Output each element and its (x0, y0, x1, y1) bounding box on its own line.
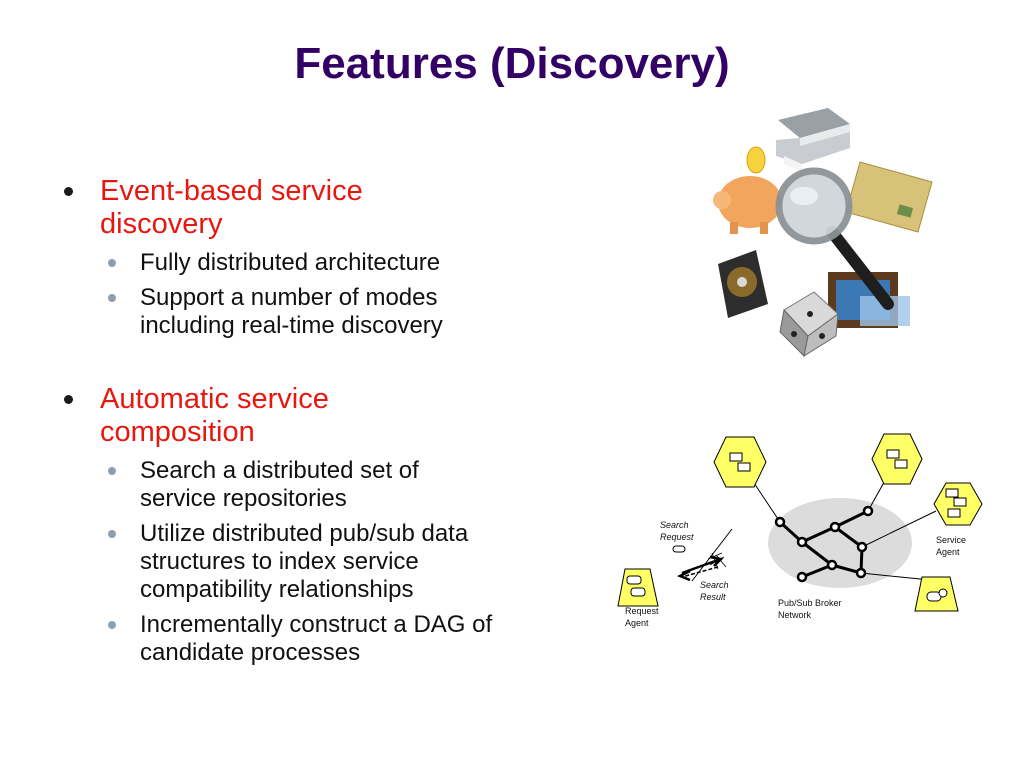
agent-hexagon-top-left (713, 436, 767, 488)
sub-bullet-line: Support a number of modes (140, 284, 438, 311)
broker-nodes (774, 505, 874, 583)
service-agent-trapezoid (914, 576, 959, 612)
sub-bullet-line: service repositories (140, 485, 347, 512)
sub-bullet-line: compatibility relationships (140, 576, 414, 603)
bullet-dot (64, 187, 73, 196)
broker-label-line1: Pub/Sub Broker (778, 598, 842, 608)
hard-drive-icon (718, 250, 768, 318)
request-agent-label-line1: Request (625, 606, 659, 616)
printer-icon (776, 108, 850, 172)
sub-bullet-line: Search a distributed set of (140, 457, 419, 484)
bullet-event-based-discovery: Event-based service discovery (58, 175, 618, 241)
sub-bullet-dot (108, 294, 116, 302)
slide-title: Features (Discovery) (294, 39, 730, 88)
sub-bullet-dot (108, 467, 116, 475)
service-agent-label-line1: Service (936, 535, 966, 545)
request-agent-trapezoid (617, 568, 659, 607)
sub-bullet-line: Fully distributed architecture (140, 249, 441, 276)
agent-hexagon-right (933, 482, 983, 526)
search-request-label-line2: Request (660, 532, 694, 542)
sub-bullet-pubsub-index: Utilize distributed pub/sub data structu… (58, 520, 618, 604)
magnifying-glass-icon (775, 167, 894, 310)
search-result-label-line1: Search (700, 580, 729, 590)
sub-bullet-dag: Incrementally construct a DAG of candida… (58, 611, 618, 667)
request-agent-label-line2: Agent (625, 618, 649, 628)
pubsub-diagram: Search Request Search Result Request Age… (617, 433, 983, 628)
bullet-line: composition (100, 416, 255, 448)
bullet-line: discovery (100, 208, 223, 240)
bullet-content: Event-based service discovery Fully dist… (58, 175, 618, 674)
sub-bullet-dot (108, 621, 116, 629)
piggy-bank-icon (713, 146, 782, 234)
broker-label-line2: Network (778, 610, 812, 620)
bullet-automatic-composition: Automatic service composition (58, 383, 618, 449)
sub-bullet-dot (108, 530, 116, 538)
service-agent-label-line2: Agent (936, 547, 960, 557)
discovery-clipart (713, 108, 933, 358)
sub-bullet-line: Incrementally construct a DAG of (140, 611, 493, 638)
dice-icon (779, 291, 839, 358)
agent-hexagon-top-right (871, 433, 923, 485)
sub-bullet-list: Search a distributed set of service repo… (58, 457, 618, 667)
bullet-line: Automatic service (100, 383, 329, 415)
sub-bullet-list: Fully distributed architecture Support a… (58, 249, 618, 340)
search-request-label-line1: Search (660, 520, 689, 530)
sub-bullet-line: Utilize distributed pub/sub data (140, 520, 469, 547)
sub-bullet-search-repositories: Search a distributed set of service repo… (58, 457, 618, 513)
request-message-icon (672, 545, 686, 553)
sub-bullet-distributed-architecture: Fully distributed architecture (58, 249, 618, 277)
bullet-dot (64, 395, 73, 404)
sub-bullet-dot (108, 259, 116, 267)
sub-bullet-line: structures to index service (140, 548, 419, 575)
search-result-label-line2: Result (700, 592, 726, 602)
bullet-line: Event-based service (100, 175, 363, 207)
credit-card-icon (845, 161, 933, 233)
sub-bullet-modes: Support a number of modes including real… (58, 284, 618, 340)
broker-network-cloud (768, 498, 912, 588)
sub-bullet-line: candidate processes (140, 639, 361, 666)
result-scribble-icon (707, 552, 727, 570)
sub-bullet-line: including real-time discovery (140, 312, 443, 339)
